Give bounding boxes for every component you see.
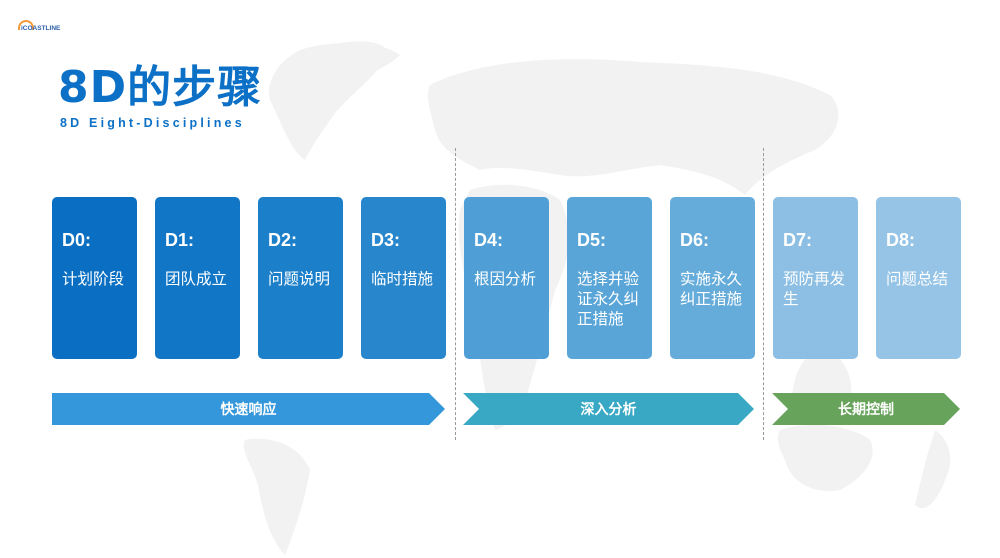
step-card-d6: D6: 实施永久纠正措施 <box>670 197 755 359</box>
step-code: D5: <box>577 230 607 250</box>
phase-label: 长期控制 <box>838 402 894 418</box>
page-subtitle: 8D Eight-Disciplines <box>60 116 245 130</box>
phase-divider-2 <box>763 148 764 440</box>
step-description: 根因分析 <box>474 270 537 288</box>
company-logo: iCOASTLINE <box>18 20 60 36</box>
phase-divider-1 <box>455 148 456 440</box>
cloud-logo-icon <box>18 20 34 30</box>
step-card-d5: D5: 选择并验证永久纠正措施 <box>567 197 652 359</box>
phase-arrow-quick-response: 快速响应 <box>52 393 445 425</box>
step-description: 预防再发生 <box>783 270 846 308</box>
page-title: 8D的步骤 <box>58 62 263 113</box>
step-card-d0: D0: 计划阶段 <box>52 197 137 359</box>
step-card-d7: D7: 预防再发生 <box>773 197 858 359</box>
step-description: 团队成立 <box>165 270 228 288</box>
step-card-d8: D8: 问题总结 <box>876 197 961 359</box>
step-code: D8: <box>886 230 916 250</box>
phase-label: 快速响应 <box>220 402 277 418</box>
step-card-d1: D1: 团队成立 <box>155 197 240 359</box>
step-code: D7: <box>783 230 813 250</box>
step-description: 问题说明 <box>268 270 331 288</box>
step-description: 计划阶段 <box>62 270 125 288</box>
step-code: D6: <box>680 230 710 250</box>
phase-arrow-deep-analysis: 深入分析 <box>463 393 754 425</box>
step-card-d2: D2: 问题说明 <box>258 197 343 359</box>
step-code: D2: <box>268 230 298 250</box>
step-description: 临时措施 <box>371 270 434 288</box>
step-card-d4: D4: 根因分析 <box>464 197 549 359</box>
step-code: D1: <box>165 230 195 250</box>
step-description: 实施永久纠正措施 <box>680 270 743 308</box>
step-card-d3: D3: 临时措施 <box>361 197 446 359</box>
phase-label: 深入分析 <box>580 402 637 418</box>
step-description: 选择并验证永久纠正措施 <box>577 270 640 328</box>
step-code: D3: <box>371 230 401 250</box>
logo-text: iCOASTLINE <box>21 24 61 32</box>
phase-arrow-long-term-control: 长期控制 <box>772 393 960 425</box>
step-code: D0: <box>62 230 92 250</box>
step-code: D4: <box>474 230 504 250</box>
step-description: 问题总结 <box>886 270 949 288</box>
